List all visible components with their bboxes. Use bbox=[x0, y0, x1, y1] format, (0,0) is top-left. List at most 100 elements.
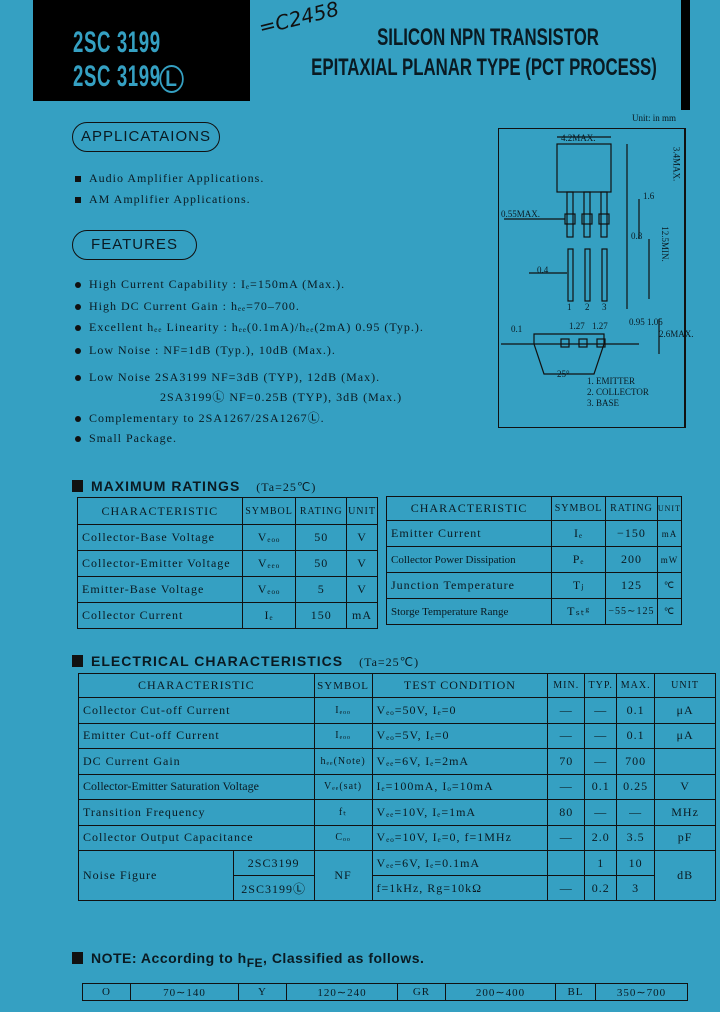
pin-label: 1. EMITTER bbox=[587, 376, 635, 386]
dim-label: 1.05 bbox=[647, 317, 663, 327]
bullet-icon bbox=[75, 416, 81, 423]
cell: Collector-Emitter Voltage bbox=[77, 550, 243, 577]
cell: 3 bbox=[616, 875, 656, 901]
cell: Vₑₑ(sat) bbox=[313, 773, 373, 800]
feature-item: High DC Current Gain : hₑₑ=70–700. bbox=[75, 299, 300, 314]
dim-label: 1.27 bbox=[592, 321, 608, 331]
bullet-icon bbox=[75, 436, 81, 443]
cell: 80 bbox=[547, 799, 586, 826]
note-heading: NOTE: According to hFE, Classified as fo… bbox=[72, 950, 424, 970]
col-header: UNIT bbox=[346, 497, 378, 525]
bullet-icon bbox=[75, 325, 81, 332]
feature-item: Excellent hₑₑ Linearity : hₑₑ(0.1mA)/hₑₑ… bbox=[75, 320, 424, 335]
dim-label: 0.4 bbox=[537, 265, 549, 275]
application-item: Audio Amplifier Applications. bbox=[75, 171, 264, 186]
cell: V bbox=[346, 550, 378, 577]
section-condition: (Ta=25℃) bbox=[359, 655, 420, 669]
pin-label: 2. COLLECTOR bbox=[587, 387, 649, 397]
cell: pF bbox=[654, 824, 716, 851]
cell: Collector Cut-off Current bbox=[78, 697, 315, 724]
section-title: MAXIMUM RATINGS bbox=[91, 478, 241, 494]
cell: mA bbox=[346, 602, 378, 629]
cell: 5 bbox=[295, 576, 348, 603]
class-rank: GR bbox=[397, 983, 446, 1001]
bullet-icon bbox=[75, 282, 81, 289]
cell: 10 bbox=[616, 850, 656, 876]
title-line-1: SILICON NPN TRANSISTOR bbox=[377, 24, 599, 51]
dim-label: 0.1 bbox=[511, 324, 523, 334]
cell: 125 bbox=[605, 572, 658, 599]
feature-item: Low Noise 2SA3199 NF=3dB (TYP), 12dB (Ma… bbox=[75, 370, 380, 385]
cell: Vₑₑₒ bbox=[241, 550, 297, 577]
cell: Junction Temperature bbox=[385, 572, 553, 599]
dim-label: 4.2MAX. bbox=[561, 133, 596, 143]
feature-text: High Current Capability : Iₑ=150mA (Max.… bbox=[89, 277, 346, 291]
col-header: CHARACTERISTIC bbox=[77, 497, 243, 525]
section-marker-icon bbox=[72, 952, 83, 964]
col-header: TEST CONDITION bbox=[371, 673, 549, 698]
cell: Vₑₑ=10V, Iₑ=1mA bbox=[371, 799, 549, 826]
cell: f=1kHz, Rg=10kΩ bbox=[371, 875, 549, 901]
l-rank-circle: L bbox=[159, 65, 185, 93]
cell: — bbox=[584, 697, 618, 724]
cell: 0.1 bbox=[584, 773, 618, 800]
cell: 2SC3199 bbox=[232, 850, 315, 876]
cell: Vₑₒₒ bbox=[241, 576, 297, 603]
cell: — bbox=[547, 875, 586, 901]
cell: 0.25 bbox=[616, 773, 656, 800]
cell: Noise Figure bbox=[78, 850, 234, 901]
cell: Vₑₒ=50V, Iₑ=0 bbox=[371, 697, 549, 724]
package-drawing-svg bbox=[501, 136, 660, 375]
cell: ℃ bbox=[656, 572, 683, 599]
cell: 2.0 bbox=[584, 824, 618, 851]
cell: 70 bbox=[547, 748, 586, 775]
cell: 1 bbox=[584, 850, 618, 876]
dim-label: 1.27 bbox=[569, 321, 585, 331]
cell: Collector-Emitter Saturation Voltage bbox=[78, 773, 315, 800]
cell: Iₑₒₒ bbox=[313, 722, 373, 749]
cell: V bbox=[654, 773, 716, 800]
cell: Vₑₒ=5V, Iₑ=0 bbox=[371, 722, 549, 749]
cell: −55∼125 bbox=[605, 598, 658, 625]
class-range: 350∼700 bbox=[595, 983, 688, 1001]
cell: NF bbox=[313, 850, 373, 901]
feature-text: Excellent hₑₑ Linearity : hₑₑ(0.1mA)/hₑₑ… bbox=[89, 320, 424, 334]
col-header: SYMBOL bbox=[551, 496, 607, 521]
cell: 0.2 bbox=[584, 875, 618, 901]
part-number-text: 2SC 3199 bbox=[73, 60, 161, 93]
cell: Vₑₒ=10V, Iₑ=0, f=1MHz bbox=[371, 824, 549, 851]
cell: Vₑₑ=6V, Iₑ=2mA bbox=[371, 748, 549, 775]
dim-label: 1.6 bbox=[643, 191, 655, 201]
cell: Tⱼ bbox=[551, 572, 607, 599]
cell: MHz bbox=[654, 799, 716, 826]
application-text: Audio Amplifier Applications. bbox=[89, 171, 265, 185]
section-marker-icon bbox=[72, 480, 83, 492]
applications-heading: APPLICATAIONS bbox=[72, 122, 220, 152]
dim-label: 0.55MAX. bbox=[501, 209, 541, 219]
cell: 3.5 bbox=[616, 824, 656, 851]
cell: — bbox=[547, 824, 586, 851]
feature-text: Complementary to 2SA1267/2SA1267Ⓛ. bbox=[89, 411, 325, 425]
cell: Emitter-Base Voltage bbox=[77, 576, 243, 603]
feature-text: Low Noise : NF=1dB (Typ.), 10dB (Max.). bbox=[89, 343, 336, 357]
dim-label: 3.4MAX. bbox=[671, 146, 682, 182]
cell: Storge Temperature Range bbox=[385, 598, 553, 625]
note-text: , Classified as follows. bbox=[263, 950, 425, 966]
cell: dB bbox=[654, 850, 716, 901]
cell: 2SC3199Ⓛ bbox=[232, 875, 315, 901]
cell: Vₑₒₒ bbox=[241, 524, 297, 551]
cell: — bbox=[547, 722, 586, 749]
dim-label: 0.8 bbox=[631, 231, 643, 241]
cell: Collector Current bbox=[77, 602, 243, 629]
